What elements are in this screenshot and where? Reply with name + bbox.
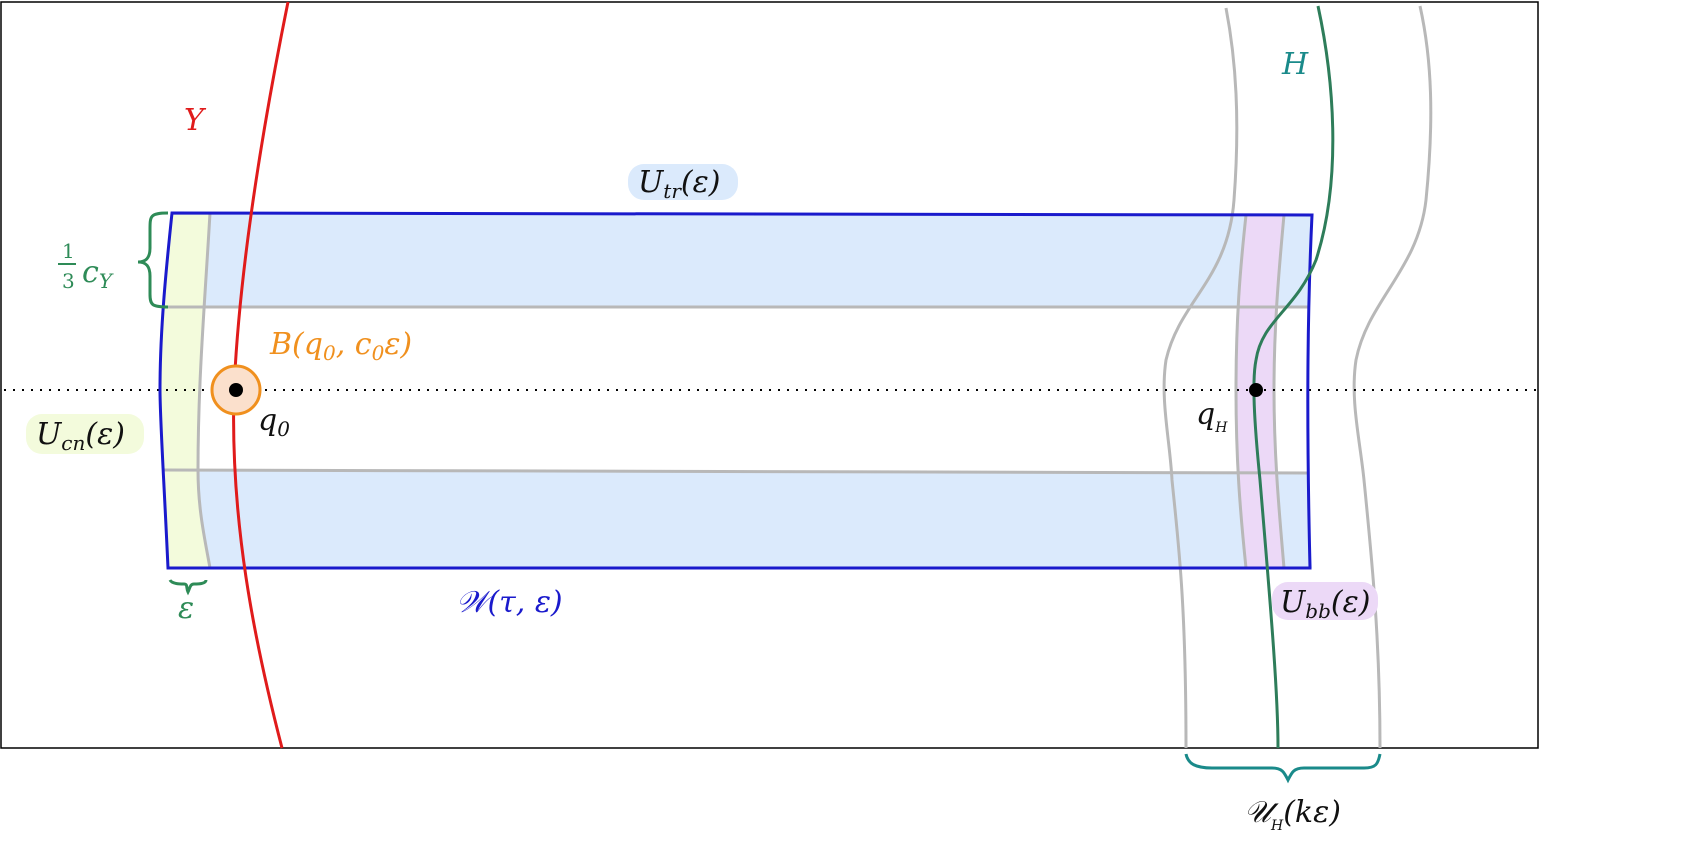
utr-label-bg	[628, 164, 738, 200]
point-qh	[1249, 383, 1263, 397]
label-b: B(q0, c0ε)	[269, 327, 412, 365]
point-q0	[229, 383, 243, 397]
lower-band-top-line	[163, 468, 1309, 475]
ucn-inner-boundary	[196, 212, 212, 569]
ucn-label-bg	[26, 414, 144, 454]
svg-text:1: 1	[62, 239, 75, 263]
label-w: 𝒲(τ, ε)	[456, 585, 563, 620]
lower-band-fill	[164, 470, 1312, 568]
label-ucn: Ucn(ε)	[36, 417, 125, 455]
uh-left-boundary	[1162, 7, 1239, 749]
label-ubb: Ubb(ε)	[1280, 585, 1370, 623]
label-eps: ε	[178, 591, 194, 626]
label-uh: 𝒰H(kε)	[1244, 795, 1341, 834]
brace-cy	[137, 211, 169, 309]
uh-right-boundary	[1352, 5, 1433, 749]
w-region-boundary	[158, 211, 1314, 570]
brace-eps	[168, 579, 208, 596]
svg-text:3: 3	[62, 269, 75, 293]
upper-band-fill	[166, 213, 1312, 307]
ubb-left-boundary	[1234, 214, 1248, 569]
label-qh: qH	[1196, 397, 1228, 436]
curve-h	[1252, 5, 1335, 749]
brace-uh	[1184, 753, 1382, 784]
label-cy: 1 3 cY	[58, 239, 114, 293]
label-y: Y	[184, 103, 207, 138]
frame	[0, 1, 1539, 749]
label-utr: Utr(ε)	[638, 165, 720, 203]
label-q0: q0	[258, 403, 290, 441]
svg-text:cY: cY	[82, 255, 114, 293]
ubb-label-bg	[1272, 582, 1378, 620]
label-h: H	[1281, 47, 1309, 82]
